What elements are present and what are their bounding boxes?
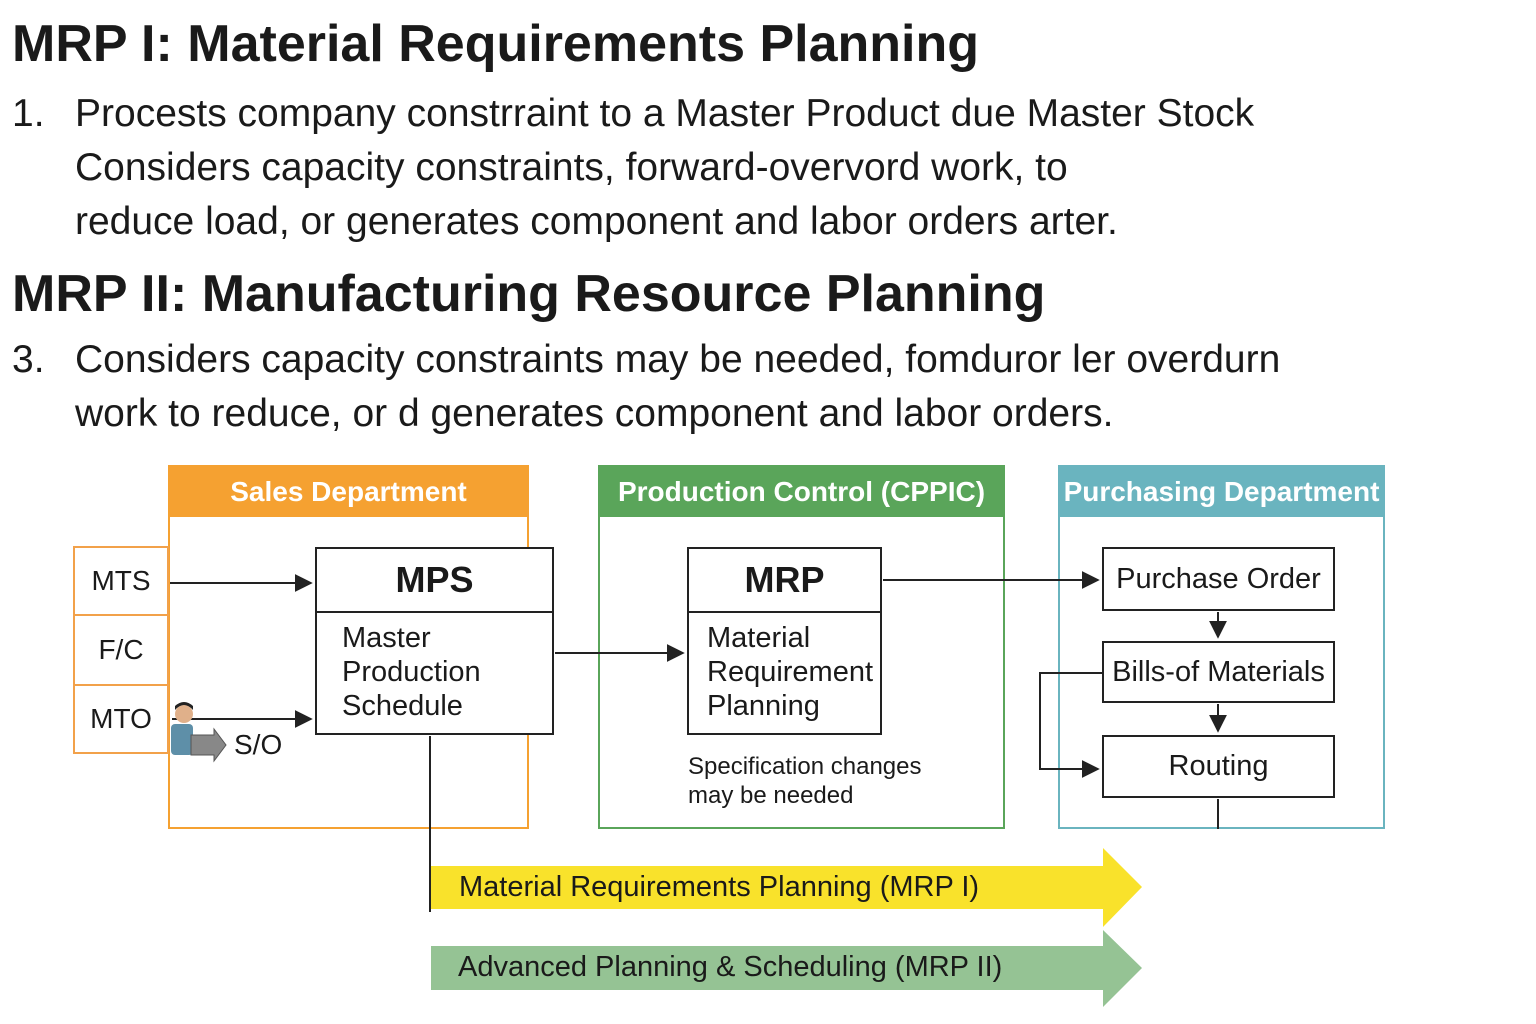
so-label: S/O <box>234 729 283 760</box>
mps-line: Production <box>342 656 481 688</box>
mps-title: MPS <box>317 549 552 613</box>
item1-line-3: reduce load, or generates component and … <box>75 200 1118 243</box>
item1-line-2: Considers capacity constraints, forward-… <box>75 146 1068 189</box>
arrow-bom-loop-to-routing <box>1039 672 1102 778</box>
order-type-mto: MTO <box>73 684 169 754</box>
band-mrp-i <box>431 848 1142 927</box>
item-number-1: 1. <box>12 92 45 135</box>
purchasing-department-header: Purchasing Department <box>1060 467 1383 517</box>
purchasing-department: Purchasing Department <box>1058 465 1385 829</box>
sales-department-header: Sales Department <box>170 467 527 517</box>
mrp-line: Material <box>707 622 811 654</box>
production-control-department: Production Control (CPPIC) <box>598 465 1005 829</box>
mrp-description: Material Requirement Planning <box>707 621 873 723</box>
mps-line: Schedule <box>342 690 463 722</box>
item3-line-1: Considers capacity constraints may be ne… <box>75 338 1281 381</box>
person-icon <box>171 702 193 755</box>
mps-line: Master <box>342 622 431 654</box>
routing-box: Routing <box>1102 735 1335 798</box>
so-arrow-icon <box>190 727 227 763</box>
mrp-line: Requirement <box>707 656 874 688</box>
spec-note-line-1: Specification changes <box>688 753 922 780</box>
heading-mrp-ii: MRP II: Manufacturing Resource Planning <box>12 265 1046 323</box>
spec-note-line-2: may be needed <box>688 782 854 809</box>
mrp-title: MRP <box>689 549 880 613</box>
mrp-line: Planning <box>707 690 820 722</box>
purchase-order-box: Purchase Order <box>1102 547 1335 611</box>
production-control-header: Production Control (CPPIC) <box>600 467 1003 517</box>
bills-of-materials-box: Bills-of Materials <box>1102 641 1335 703</box>
item3-line-2: work to reduce, or d generates component… <box>75 392 1114 435</box>
order-type-mts: MTS <box>73 546 169 616</box>
mps-description: Master Production Schedule <box>342 621 481 723</box>
mps-box: MPS Master Production Schedule <box>315 547 554 735</box>
mrp-box: MRP Material Requirement Planning <box>687 547 882 735</box>
heading-mrp-i: MRP I: Material Requirements Planning <box>12 15 980 73</box>
sales-department: Sales Department <box>168 465 529 829</box>
item1-line-1: Procests company constrraint to a Master… <box>75 92 1255 135</box>
band-mrp-ii <box>431 930 1142 1007</box>
band-mrp-i-label: Material Requirements Planning (MRP I) <box>459 871 980 903</box>
band-mrp-ii-label: Advanced Planning & Scheduling (MRP II) <box>458 951 1003 983</box>
item-number-3: 3. <box>12 338 45 381</box>
